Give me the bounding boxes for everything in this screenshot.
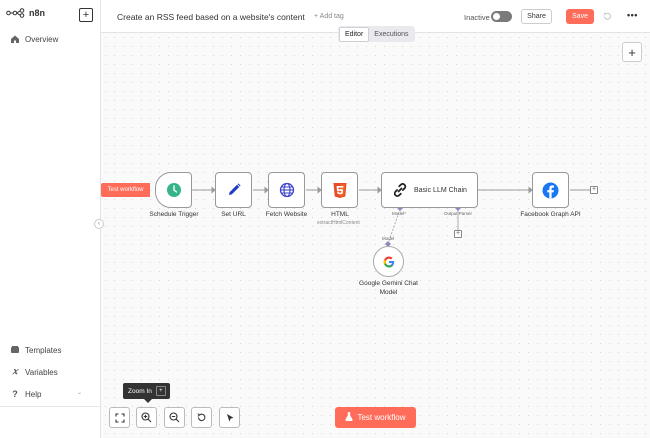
node-label: HTML (331, 211, 349, 218)
toggle-knob (493, 13, 500, 20)
node-basic-llm-chain[interactable]: Basic LLM Chain (381, 172, 478, 208)
tab-editor[interactable]: Editor (339, 26, 370, 42)
zoom-out-button[interactable] (164, 407, 185, 428)
status-label: Inactive (464, 13, 490, 22)
sidebar-item-overview[interactable]: Overview (10, 34, 58, 44)
node-label: Set URL (221, 211, 246, 218)
view-tabs: Editor Executions (338, 26, 415, 42)
flask-icon (345, 412, 354, 423)
add-tag-button[interactable]: + Add tag (314, 13, 344, 20)
port-label-output-parser: Output Parser (444, 211, 473, 216)
node-schedule-trigger[interactable] (155, 172, 192, 208)
node-label: Google Gemini Chat Model (352, 280, 425, 297)
cursor-icon (226, 413, 233, 422)
zoom-in-button[interactable] (136, 407, 157, 428)
add-node-button[interactable]: + (622, 42, 642, 62)
n8n-logo-icon (6, 8, 25, 18)
zoom-in-tooltip: Zoom In + (123, 383, 170, 403)
zoom-out-icon (169, 412, 180, 423)
zoom-to-fit-button[interactable] (109, 407, 130, 428)
sidebar-divider (0, 406, 100, 407)
shortcut-key: + (155, 386, 166, 396)
templates-icon (10, 345, 20, 355)
node-set-url[interactable] (215, 172, 252, 208)
cursor-mode-button[interactable] (219, 407, 240, 428)
node-google-gemini-chat-model[interactable] (373, 246, 404, 277)
clock-icon (166, 183, 181, 197)
html5-icon (333, 182, 346, 198)
sidebar-item-label: Overview (25, 34, 59, 44)
node-label-line: Google Gemini Chat (359, 280, 418, 287)
tab-executions[interactable]: Executions (374, 30, 409, 38)
google-icon (383, 256, 394, 267)
sidebar: n8n + Overview Templates 𝑥 Variables ? H… (0, 0, 101, 438)
node-facebook-graph-api[interactable] (532, 172, 569, 208)
sidebar-item-help[interactable]: ? Help ⌄ (10, 389, 82, 399)
share-button[interactable]: Share (521, 9, 552, 24)
test-workflow-trigger-pill[interactable]: Test workflow (101, 183, 150, 197)
sidebar-item-label: Help (25, 389, 42, 399)
tooltip-arrow (144, 399, 152, 403)
node-fetch-website[interactable] (268, 172, 305, 208)
chevron-down-icon: ⌄ (77, 390, 83, 396)
more-options-icon[interactable]: ••• (627, 10, 638, 20)
sidebar-item-label: Variables (25, 367, 58, 377)
port-label-model-output: Model (382, 236, 395, 241)
workflow-canvas[interactable] (101, 33, 650, 438)
variables-icon: 𝑥 (12, 367, 18, 377)
node-label: Facebook Graph API (520, 211, 581, 218)
node-label: Fetch Website (265, 211, 308, 218)
node-sublabel: extractHtmlContent (317, 220, 360, 226)
zoom-in-icon (141, 412, 152, 423)
help-icon: ? (12, 389, 18, 399)
globe-icon (279, 182, 294, 198)
history-icon[interactable] (602, 11, 613, 22)
undo-icon (197, 413, 206, 422)
workflow-title[interactable]: Create an RSS feed based on a website's … (117, 12, 305, 22)
add-output-parser-button[interactable]: + (454, 230, 462, 238)
node-label: Basic LLM Chain (414, 186, 467, 194)
create-button[interactable]: + (79, 8, 93, 22)
sidebar-collapse-button[interactable]: ‹ (94, 219, 104, 229)
brand-name: n8n (29, 8, 46, 18)
tooltip-text: Zoom In (128, 387, 152, 395)
port-label-model: Model* (392, 211, 407, 216)
test-workflow-button[interactable]: Test workflow (335, 407, 416, 428)
save-button[interactable]: Save (566, 9, 594, 24)
plus-icon: + (628, 44, 636, 60)
n8n-logo[interactable]: n8n (6, 8, 45, 18)
node-label: Schedule Trigger (149, 211, 199, 218)
active-toggle[interactable] (491, 11, 512, 22)
sidebar-item-label: Templates (25, 345, 62, 355)
add-next-node-button[interactable]: + (590, 186, 598, 194)
plus-icon: + (82, 8, 90, 21)
sidebar-item-variables[interactable]: 𝑥 Variables (10, 367, 58, 377)
node-label-line: Model (379, 288, 398, 296)
link-icon (393, 183, 407, 197)
chevron-left-icon: ‹ (98, 221, 100, 227)
home-icon (10, 34, 20, 44)
test-workflow-label: Test workflow (357, 413, 406, 422)
sidebar-item-templates[interactable]: Templates (10, 345, 61, 355)
facebook-icon (542, 182, 559, 198)
reset-zoom-button[interactable] (191, 407, 212, 428)
fit-view-icon (114, 412, 125, 423)
node-html[interactable] (321, 172, 358, 208)
pencil-icon (228, 183, 241, 195)
